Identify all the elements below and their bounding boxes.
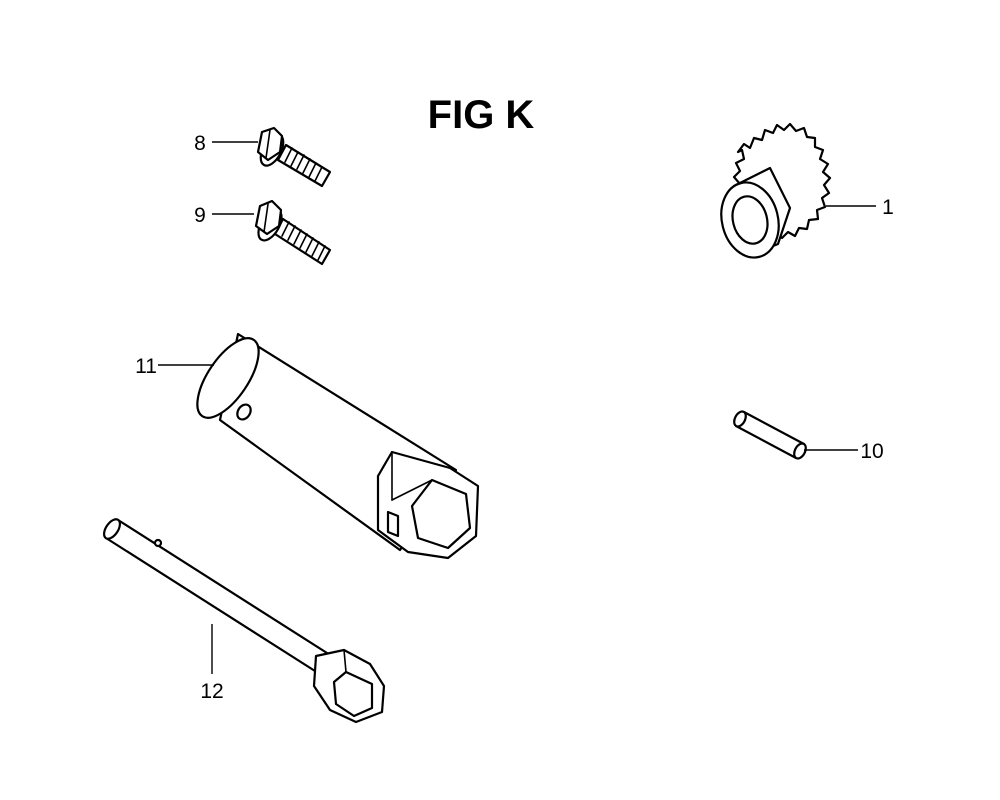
flange-bolt-icon [256, 126, 332, 188]
sprocket-gear-icon [720, 122, 832, 259]
flange-bolt-icon [254, 199, 332, 266]
spark-plug-wrench-icon [196, 332, 480, 560]
part-8-bolt[interactable]: 8 [194, 126, 332, 188]
figure-title: FIG K [428, 93, 535, 137]
callout-9: 9 [194, 204, 206, 227]
callout-12: 12 [200, 680, 223, 703]
part-10-dowel-pin[interactable]: 10 [732, 410, 884, 463]
callout-8: 8 [194, 132, 206, 155]
callout-10: 10 [860, 440, 883, 463]
box-wrench-handle-icon [102, 518, 386, 724]
part-11-plug-wrench[interactable]: 11 [135, 329, 480, 560]
part-12-box-wrench[interactable]: 12 [101, 517, 386, 724]
dowel-pin-icon [733, 410, 807, 460]
callout-11: 11 [135, 355, 157, 378]
part-9-bolt[interactable]: 9 [194, 199, 332, 266]
callout-1: 1 [882, 196, 894, 219]
part-1-sprocket[interactable]: 1 [714, 122, 894, 264]
